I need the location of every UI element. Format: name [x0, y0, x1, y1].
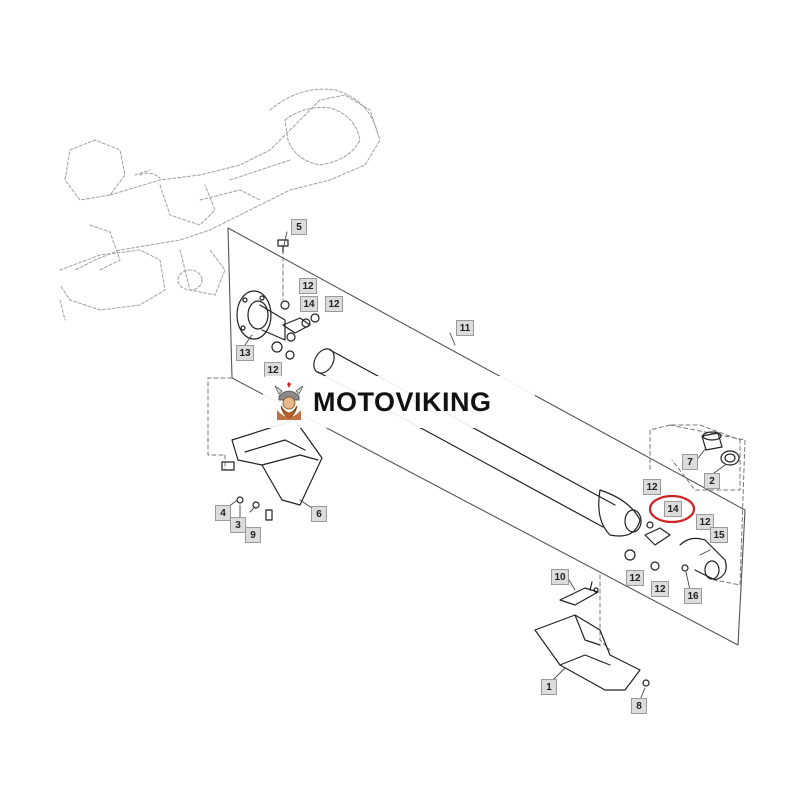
callout-3: 3 [230, 517, 246, 533]
right-u-joint [624, 521, 727, 581]
callout-14b: 14 [664, 501, 682, 517]
guard-1 [534, 614, 650, 691]
callout-13: 13 [236, 345, 254, 361]
callout-8: 8 [631, 698, 647, 714]
viking-mascot-icon [274, 382, 304, 420]
left-flange [236, 290, 286, 341]
callout-6: 6 [311, 506, 327, 522]
callout-9: 9 [245, 527, 261, 543]
callout-12b: 12 [325, 296, 343, 312]
callout-4: 4 [215, 505, 231, 521]
drive-shaft [313, 348, 642, 537]
callout-12f: 12 [626, 570, 644, 586]
left-u-joint [271, 300, 320, 360]
callout-12a: 12 [299, 278, 317, 294]
callout-10: 10 [551, 569, 569, 585]
callout-11: 11 [456, 320, 474, 336]
callout-12e: 12 [696, 514, 714, 530]
axle-housing-ghost [59, 88, 381, 321]
callout-1: 1 [541, 679, 557, 695]
callout-7: 7 [682, 454, 698, 470]
brand-watermark: MOTOVIKING [263, 376, 535, 428]
bolt-5 [277, 239, 289, 253]
seal-2 [720, 450, 740, 466]
callout-2: 2 [704, 473, 720, 489]
callout-14a: 14 [300, 296, 318, 312]
brand-name: MOTOVIKING [313, 386, 492, 417]
callout-5: 5 [291, 219, 307, 235]
callout-16: 16 [684, 588, 702, 604]
bracket-10 [559, 581, 599, 606]
callout-15: 15 [710, 527, 728, 543]
bushing-7 [701, 431, 723, 451]
assembly-frame [227, 227, 746, 646]
callout-12d: 12 [643, 479, 661, 495]
highlight-circle [648, 494, 696, 524]
callout-12g: 12 [651, 581, 669, 597]
